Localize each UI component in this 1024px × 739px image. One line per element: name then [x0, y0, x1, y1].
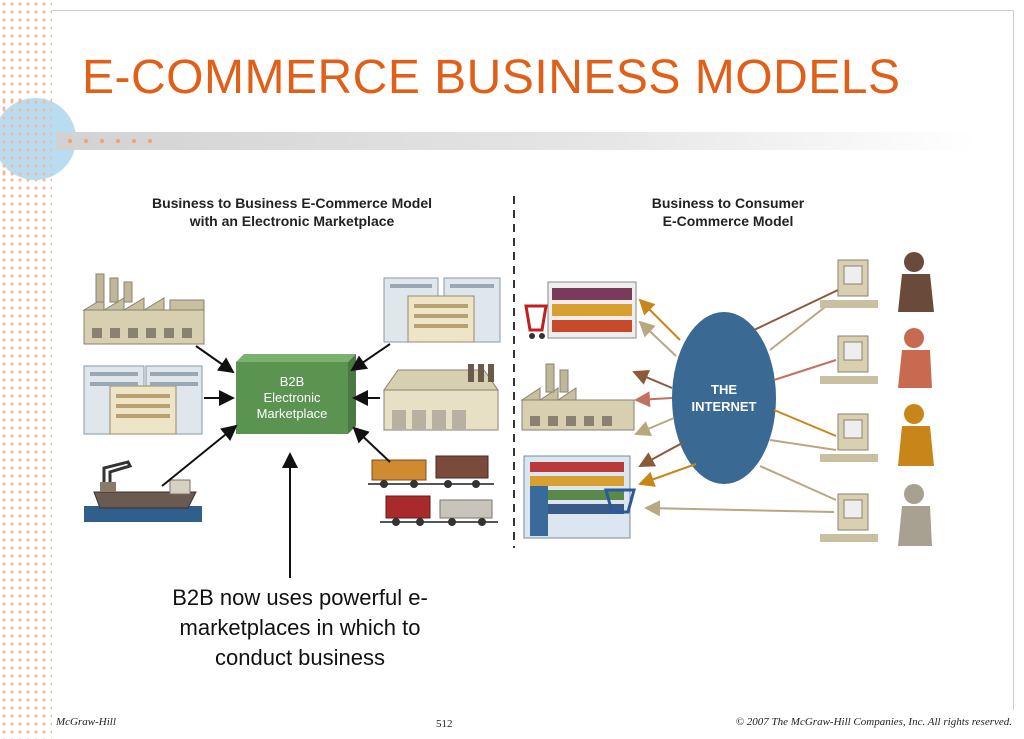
warehouse-icon [383, 364, 499, 431]
office-building-icon [83, 365, 203, 435]
consumer-at-computer-icon [820, 484, 932, 546]
b2b-callout: B2B now uses powerful e- marketplaces in… [140, 583, 460, 673]
title-underline-band [56, 132, 976, 150]
footer-copyright: © 2007 The McGraw-Hill Companies, Inc. A… [735, 716, 1012, 728]
callout-line1: B2B now uses powerful e- [172, 585, 428, 610]
store-shelves-icon [524, 281, 637, 339]
b2b-heading-line2: with an Electronic Marketplace [189, 213, 395, 229]
internet-label-line1: THE [711, 382, 737, 397]
callout-line3: conduct business [215, 645, 385, 670]
consumer-at-computer-icon [820, 328, 932, 388]
b2c-arrows [632, 289, 839, 517]
freight-train-icon [368, 455, 498, 526]
b2b-marketplace-box [236, 354, 356, 434]
b2b-arrows [161, 343, 391, 578]
factory-icon [82, 273, 205, 345]
slide-title: E-COMMERCE BUSINESS MODELS [82, 51, 901, 104]
consumer-at-computer-icon [820, 404, 934, 466]
b2b-heading-line1: Business to Business E-Commerce Model [152, 195, 432, 211]
right-border-line [1013, 10, 1014, 710]
grocery-store-icon [523, 455, 636, 539]
marketplace-label-line2: Electronic [263, 390, 321, 405]
callout-line2: marketplaces in which to [179, 615, 421, 640]
cargo-ship-icon [84, 460, 202, 522]
b2c-heading-line1: Business to Consumer [652, 195, 805, 211]
internet-ellipse [672, 312, 776, 484]
b2c-heading-line2: E-Commerce Model [663, 213, 794, 229]
footer-publisher: McGraw-Hill [56, 716, 116, 728]
footer-page-number: 512 [436, 718, 453, 730]
top-border-line [52, 10, 1014, 11]
consumer-at-computer-icon [820, 252, 934, 312]
office-complex-icon [383, 277, 501, 343]
title-band-dots [62, 136, 160, 146]
marketplace-label-line1: B2B [280, 374, 305, 389]
decorative-dot-overlay [0, 98, 52, 180]
store-factory-icon [520, 363, 635, 431]
internet-label-line2: INTERNET [692, 399, 757, 414]
marketplace-label-line3: Marketplace [257, 406, 328, 421]
